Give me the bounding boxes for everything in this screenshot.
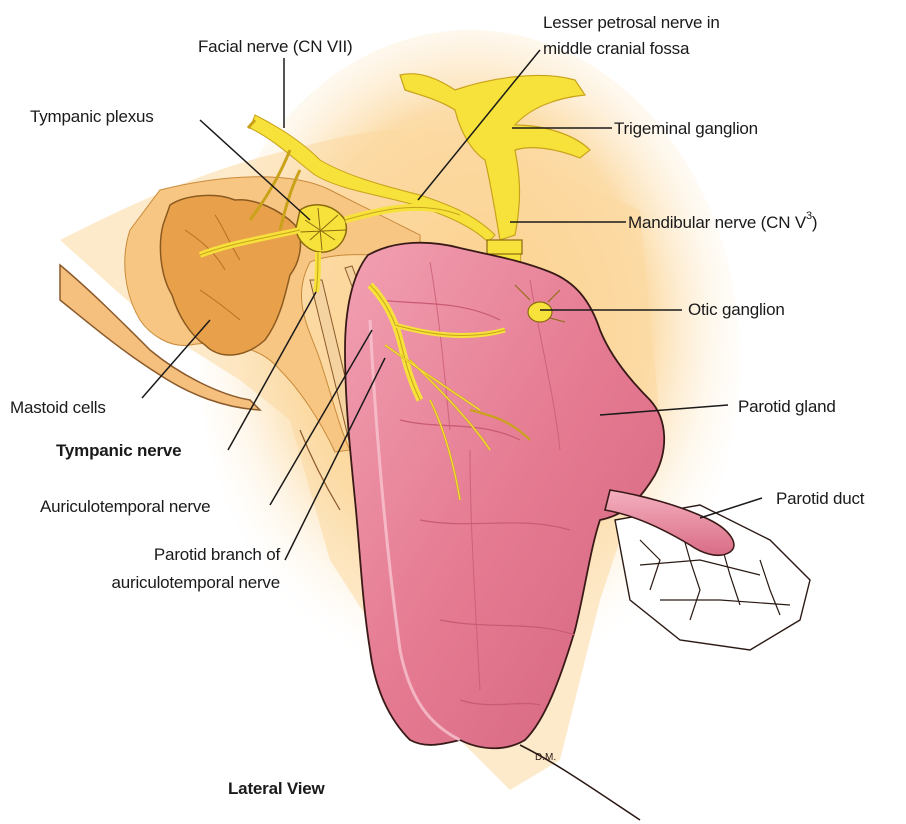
label-otic-ganglion: Otic ganglion (688, 299, 785, 320)
mandibular-nerve-close: ) (812, 213, 817, 232)
label-auriculotemporal-nerve: Auriculotemporal nerve (40, 496, 210, 517)
label-mastoid-cells: Mastoid cells (10, 397, 106, 418)
label-tympanic-nerve: Tympanic nerve (56, 440, 181, 461)
label-tympanic-plexus: Tympanic plexus (30, 106, 154, 127)
label-trigeminal-ganglion: Trigeminal ganglion (614, 118, 758, 139)
label-facial-nerve: Facial nerve (CN VII) (198, 36, 353, 57)
label-parotid-branch-line2: auriculotemporal nerve (40, 572, 280, 593)
mandibular-nerve-superscript: 3 (806, 210, 812, 222)
label-lesser-petrosal-line1: Lesser petrosal nerve in (543, 12, 720, 33)
artist-signature: D.M. (535, 752, 556, 763)
label-parotid-duct: Parotid duct (776, 488, 864, 509)
label-lesser-petrosal-line2: middle cranial fossa (543, 38, 689, 59)
mandibular-nerve-text: Mandibular nerve (CN V (628, 213, 806, 232)
label-mandibular-nerve: Mandibular nerve (CN V3) (628, 212, 817, 233)
label-parotid-branch-line1: Parotid branch of (80, 544, 280, 565)
view-caption: Lateral View (228, 778, 325, 799)
label-parotid-gland: Parotid gland (738, 396, 836, 417)
